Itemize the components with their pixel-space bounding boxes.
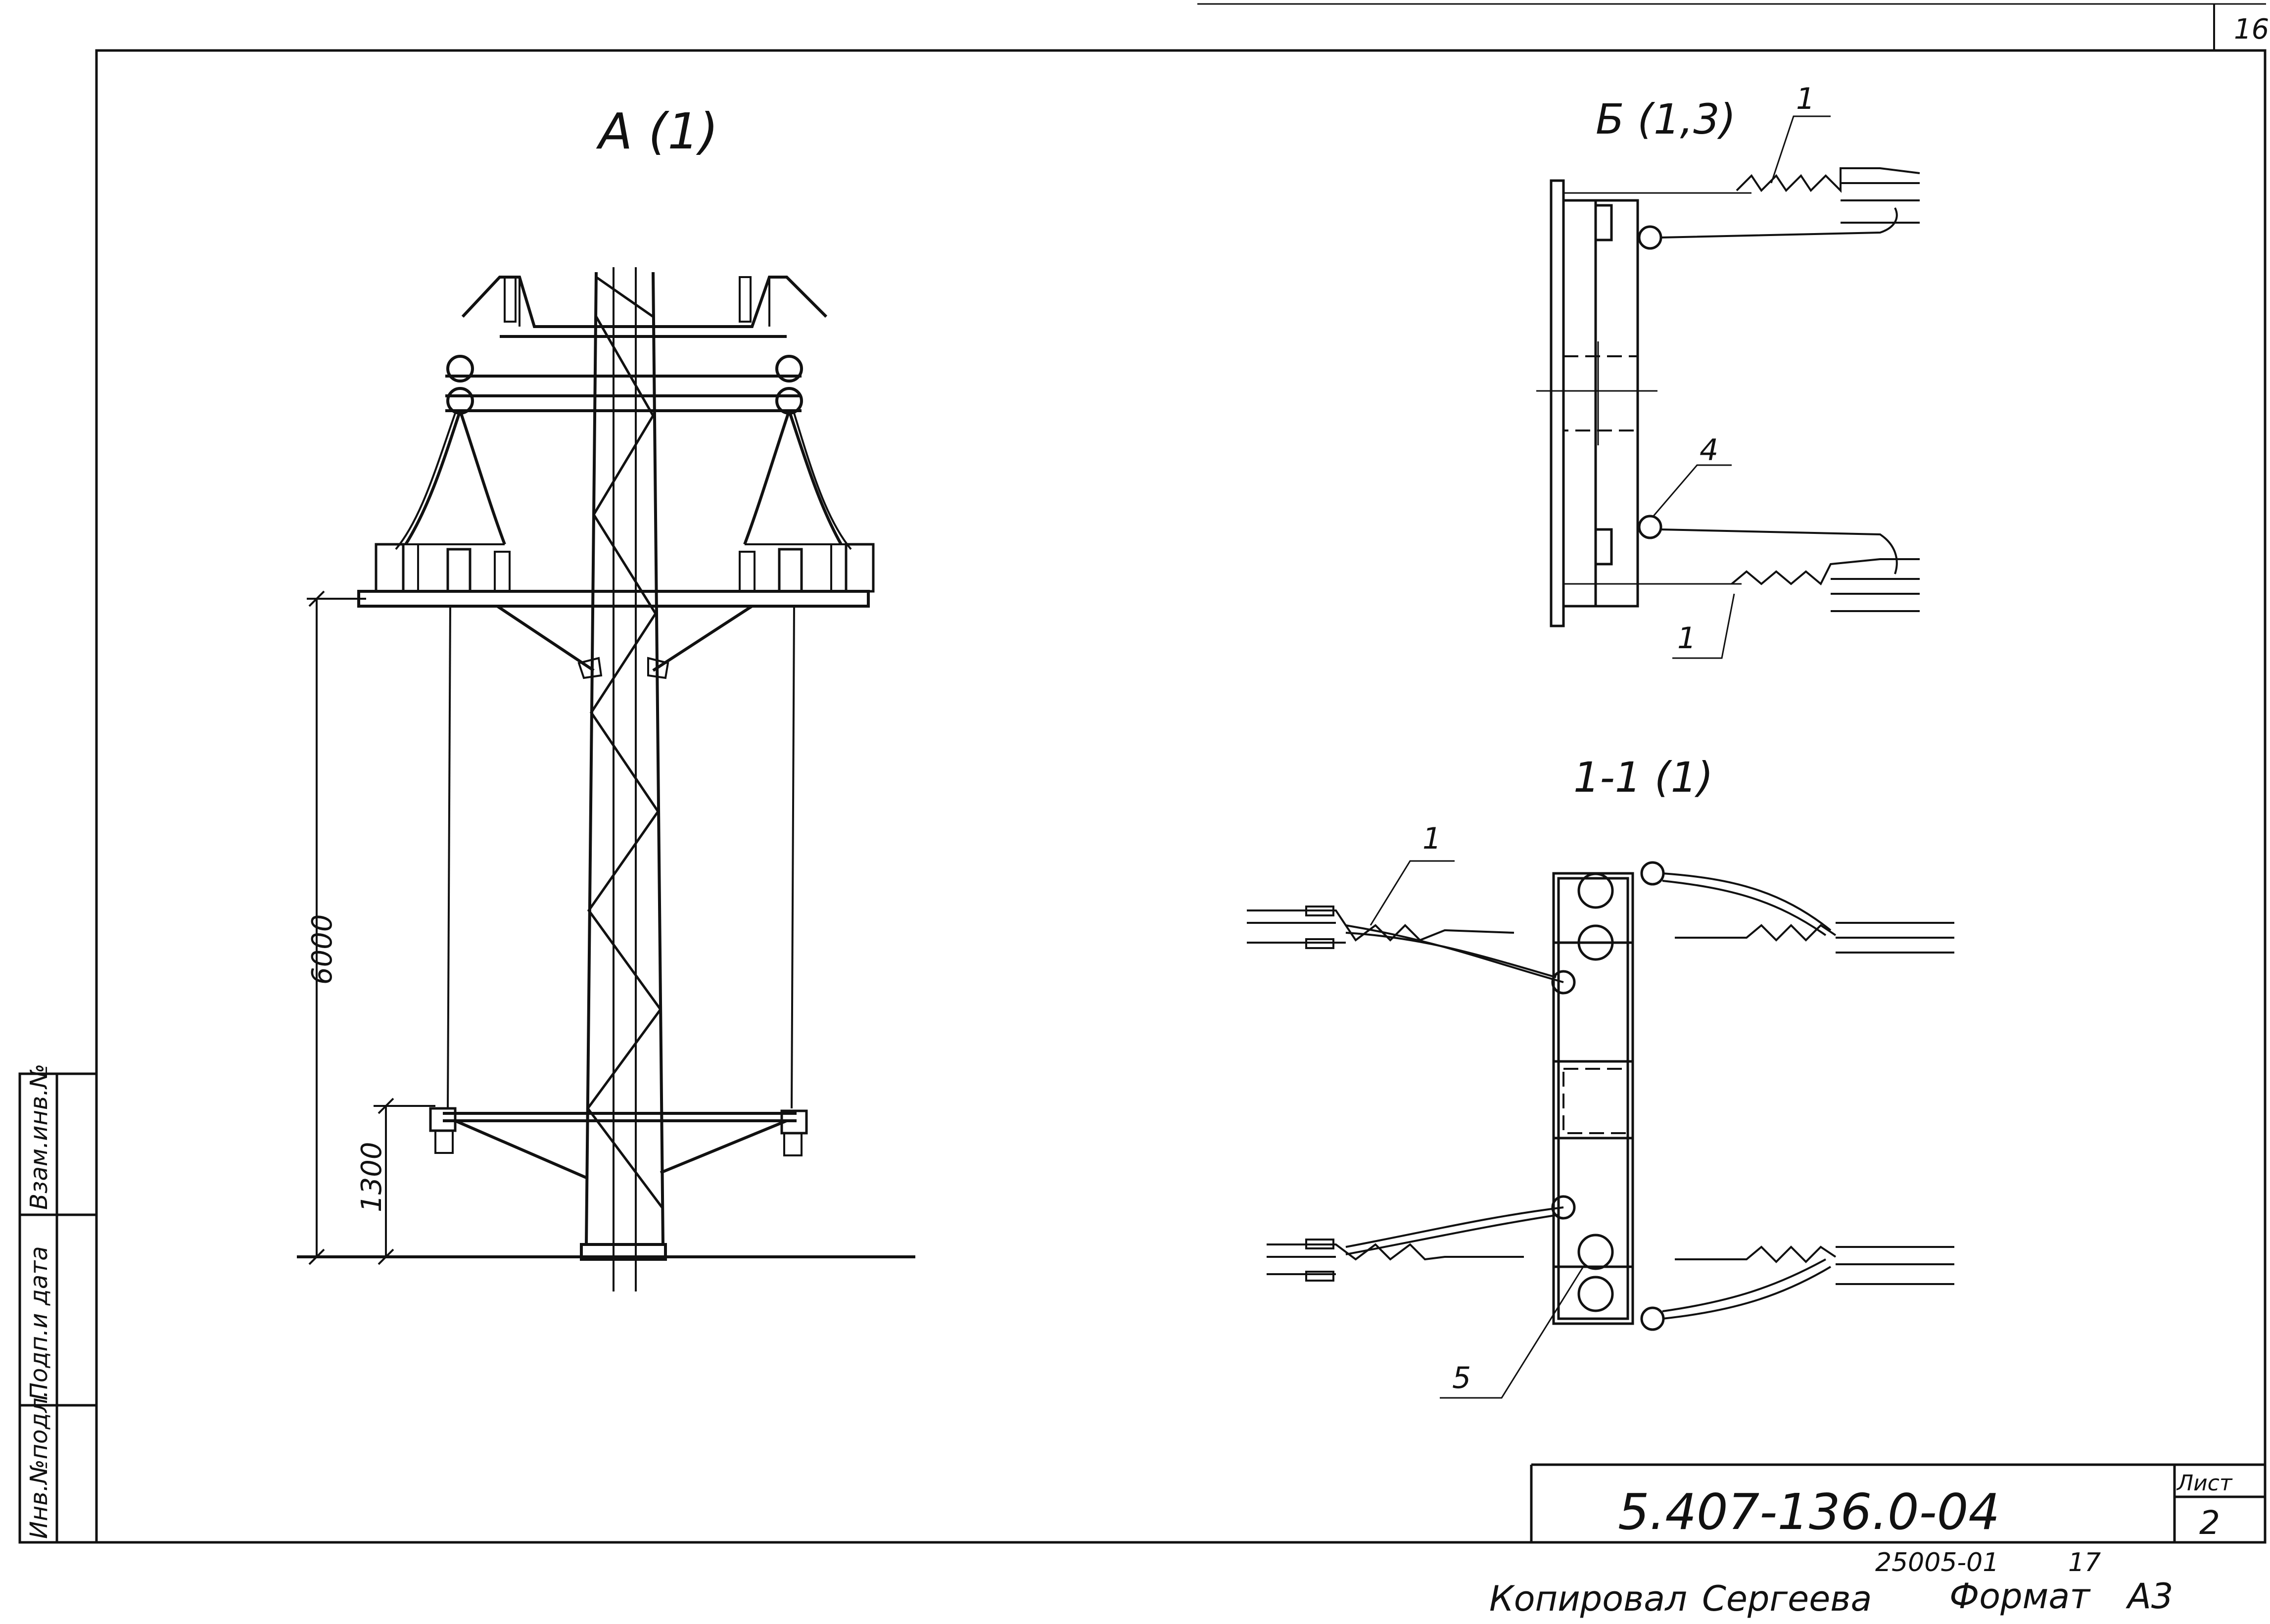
copied-by-label: Копировал <box>1489 1578 1687 1619</box>
section-11-callout-one: 1 <box>1422 821 1441 856</box>
view-b-title: Б (1,3) <box>1596 95 1736 143</box>
title-block <box>1530 1463 2265 1542</box>
side-stamp-inv-no: Инв.№подл. <box>25 1390 53 1539</box>
dimension-lower-height: 1300 <box>356 1142 388 1212</box>
view-b-drawing <box>1536 115 1920 659</box>
side-stamp-sign-date: Подп.и дата <box>25 1246 53 1400</box>
sheet-frame <box>95 3 2267 1544</box>
section-11-title: 1-1 (1) <box>1573 753 1713 802</box>
section-11-callout-five: 5 <box>1452 1361 1471 1395</box>
copier-name: Сергеева <box>1702 1578 1872 1619</box>
dimension-total-height: 6000 <box>306 914 338 985</box>
dimension-lines <box>307 590 435 1265</box>
view-b-callout-top: 1 <box>1796 82 1815 116</box>
format-value: А3 <box>2126 1576 2173 1617</box>
format-label: Формат <box>1949 1576 2091 1617</box>
tower-elevation <box>297 267 915 1291</box>
archive-page: 17 <box>2068 1548 2101 1577</box>
document-code: 5.407-136.0-04 <box>1618 1483 2000 1541</box>
view-b-callout-four: 4 <box>1700 433 1718 468</box>
view-b-callout-bottom: 1 <box>1677 621 1696 656</box>
corner-page-number: 16 <box>2234 13 2269 46</box>
sheet-number: 2 <box>2199 1504 2220 1542</box>
side-stamp <box>18 1072 98 1544</box>
section-11-drawing <box>1247 860 1954 1399</box>
sheet-label: Лист <box>2176 1471 2233 1496</box>
archive-number: 25005-01 <box>1875 1548 1999 1577</box>
view-a-title: А (1) <box>596 102 718 160</box>
side-stamp-replace-inv: Взам.инв.№ <box>25 1064 53 1210</box>
